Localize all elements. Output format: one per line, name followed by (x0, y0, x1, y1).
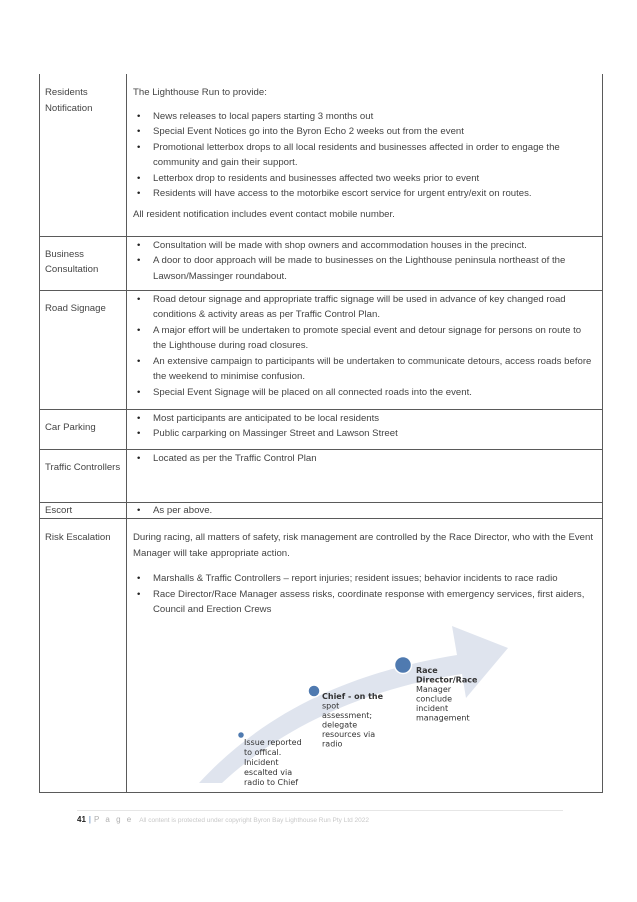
step-line: Race (416, 666, 438, 675)
bullet-list: Road detour signage and appropriate traf… (133, 291, 597, 401)
list-item: News releases to local papers starting 3… (133, 109, 597, 125)
step-dot (236, 730, 246, 739)
table-row: Risk Escalation During racing, all matte… (39, 518, 603, 793)
step-line: Director/Race (416, 675, 478, 684)
row-content: The Lighthouse Run to provide: News rele… (126, 74, 603, 237)
row-label-text: Car Parking (45, 421, 96, 433)
row-label: Road Signage (39, 289, 127, 410)
bullet-list: Consultation will be made with shop owne… (133, 237, 597, 285)
escalation-arrow (199, 625, 508, 783)
step-line: delegate (322, 720, 357, 729)
row-label: Car Parking (39, 408, 127, 450)
row-note: All resident notification includes event… (133, 208, 395, 220)
row-label: Escort (39, 501, 127, 519)
list-item: A major effort will be undertaken to pro… (133, 323, 597, 354)
footer-divider (77, 810, 563, 811)
escalation-diagram: Issue reported to offical. Inicident esc… (127, 618, 597, 792)
bullet-list: Most participants are anticipated to be … (133, 410, 597, 442)
row-label-text: Risk Escalation (45, 532, 111, 543)
step-line: conclude (416, 694, 452, 703)
list-item: An extensive campaign to participants wi… (133, 354, 597, 385)
row-content: During racing, all matters of safety, ri… (126, 518, 603, 793)
list-item: Public carparking on Massinger Street an… (133, 426, 597, 442)
page-number: 41 (77, 815, 86, 824)
bullet-list: News releases to local papers starting 3… (133, 109, 597, 202)
step-label: Chief - on the spot assessment; delegate… (322, 692, 386, 749)
row-label: Traffic Controllers (39, 448, 127, 503)
list-item: Most participants are anticipated to be … (133, 411, 597, 427)
step-label: Race Director/Race Manager conclude inci… (416, 666, 480, 723)
table-row: Traffic Controllers Located as per the T… (39, 448, 603, 503)
row-label-text: Business Consultation (45, 248, 99, 276)
step-line: Manager (416, 685, 452, 694)
list-item: Special Event Notices go into the Byron … (133, 124, 597, 140)
list-item: Residents will have access to the motorb… (133, 186, 597, 202)
copyright-text: All content is protected under copyright… (139, 817, 370, 824)
step-dot (393, 655, 413, 674)
list-item: Located as per the Traffic Control Plan (133, 451, 597, 467)
list-item: Consultation will be made with shop owne… (133, 238, 597, 254)
step-line: management (416, 713, 470, 722)
list-item: Marshalls & Traffic Controllers – report… (133, 571, 597, 587)
row-label: Risk Escalation (39, 518, 127, 793)
row-intro: The Lighthouse Run to provide: (133, 87, 267, 98)
table-row: Business Consultation Consultation will … (39, 235, 603, 291)
row-content: As per above. (126, 501, 603, 519)
step-line: Issue reported (244, 738, 302, 747)
step-line: radio (322, 739, 342, 748)
event-plan-table: Residents Notification The Lighthouse Ru… (39, 74, 603, 793)
row-label: Business Consultation (39, 235, 127, 291)
step-line: spot (322, 701, 339, 710)
step-line: escalted via (244, 768, 292, 777)
list-item: Race Director/Race Manager assess risks,… (133, 587, 597, 618)
row-intro: During racing, all matters of safety, ri… (133, 532, 593, 559)
row-label-text: Road Signage (45, 302, 106, 314)
table-row: Car Parking Most participants are antici… (39, 408, 603, 450)
escalation-arrow-svg: Issue reported to offical. Inicident esc… (199, 625, 508, 787)
step-line: assessment; (322, 711, 372, 720)
step-dot (307, 683, 321, 698)
list-item: Promotional letterbox drops to all local… (133, 140, 597, 171)
row-content: Most participants are anticipated to be … (126, 408, 603, 450)
list-item: A door to door approach will be made to … (133, 253, 597, 284)
bullet-list: As per above. (133, 503, 597, 519)
row-label: Residents Notification (39, 74, 127, 237)
bullet-list: Located as per the Traffic Control Plan (133, 450, 597, 467)
list-item: Road detour signage and appropriate traf… (133, 292, 597, 323)
row-label-text: Escort (45, 504, 73, 516)
row-content: Consultation will be made with shop owne… (126, 235, 603, 291)
step-line: Inicident (244, 758, 278, 767)
page-label: P a g e (93, 815, 134, 824)
list-item: Letterbox drop to residents and business… (133, 171, 597, 187)
footer-separator: | (88, 815, 91, 824)
row-label-text: Traffic Controllers (45, 461, 121, 473)
row-content: Located as per the Traffic Control Plan (126, 448, 603, 503)
row-label-text: Residents Notification (45, 87, 93, 114)
bullet-list: Marshalls & Traffic Controllers – report… (133, 571, 597, 618)
table-row: Residents Notification The Lighthouse Ru… (39, 74, 603, 237)
list-item: As per above. (133, 503, 597, 519)
step-label: Issue reported to offical. Inicident esc… (244, 738, 304, 787)
table-row: Escort As per above. (39, 501, 603, 519)
row-content: Road detour signage and appropriate traf… (126, 289, 603, 410)
table-row: Road Signage Road detour signage and app… (39, 289, 603, 410)
page-footer: 41|P a g e All content is protected under… (77, 815, 369, 824)
step-line: resources via (322, 730, 375, 739)
step-line: incident (416, 704, 448, 713)
step-line: radio to Chief (244, 778, 298, 787)
step-line: Chief - on the (322, 692, 384, 701)
step-line: to offical. (244, 748, 281, 757)
list-item: Special Event Signage will be placed on … (133, 385, 597, 401)
